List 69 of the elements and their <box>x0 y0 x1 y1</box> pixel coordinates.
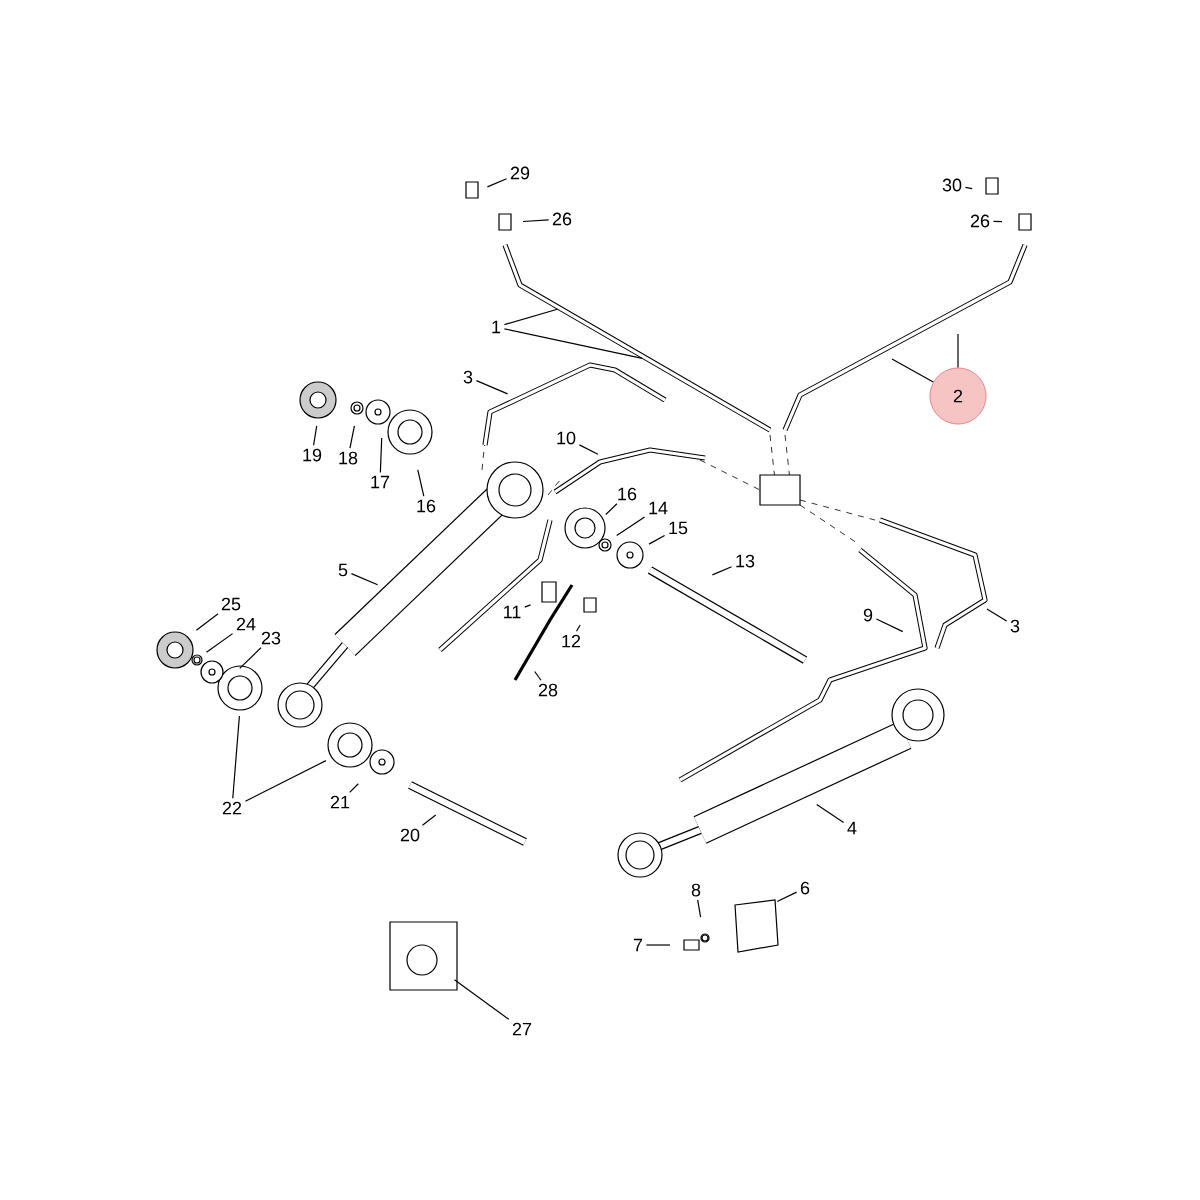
callout-number: 3 <box>463 370 473 384</box>
callout-number: 1 <box>492 320 501 334</box>
callout-number: 7 <box>633 938 643 952</box>
callout-number: 28 <box>538 683 558 697</box>
callout-number: 26 <box>552 212 572 226</box>
leader-line <box>417 469 425 497</box>
callout-number: 12 <box>562 634 581 648</box>
callout-number: 10 <box>557 431 576 445</box>
leader-line <box>379 437 383 474</box>
leader-line <box>776 891 798 903</box>
callout-number: 25 <box>221 597 241 611</box>
leader-line <box>534 670 542 681</box>
leader-line <box>697 899 702 918</box>
callout-number: 3 <box>1010 619 1020 633</box>
leader-line <box>349 425 355 449</box>
leader-line <box>957 333 959 369</box>
callout-number: 29 <box>510 166 530 180</box>
callout-number: 5 <box>338 563 348 577</box>
leader-line <box>992 220 1003 223</box>
leader-line <box>503 328 643 359</box>
callout-number: 30 <box>942 178 962 192</box>
callout-number: 23 <box>261 631 281 645</box>
leader-line <box>645 944 671 946</box>
callout-number: 22 <box>222 801 242 815</box>
callout-number: 4 <box>847 821 857 835</box>
callout-number: 20 <box>400 828 420 842</box>
leader-line <box>239 647 262 669</box>
leader-line <box>244 760 327 802</box>
leader-line <box>205 633 234 653</box>
leader-line <box>522 219 550 223</box>
leader-line <box>312 425 318 446</box>
callout-number: 16 <box>417 499 436 513</box>
callout-number: 19 <box>303 448 322 462</box>
leader-line <box>711 566 733 576</box>
leader-line <box>349 783 359 793</box>
leader-line <box>578 444 599 455</box>
callout-number: 2 <box>929 367 987 425</box>
leader-line <box>891 358 934 383</box>
callout-number: 21 <box>330 795 350 809</box>
leader-line <box>503 308 558 326</box>
leader-line <box>350 573 379 586</box>
callout-number: 26 <box>970 214 990 228</box>
leader-line <box>421 814 437 826</box>
leader-line <box>475 380 509 395</box>
leader-line <box>605 503 618 516</box>
callout-number: 27 <box>512 1022 532 1036</box>
leader-line <box>575 624 581 632</box>
leader-line <box>453 979 510 1020</box>
callout-number: 17 <box>371 475 390 489</box>
leader-line <box>986 608 1008 622</box>
leader-line <box>232 715 240 799</box>
callout-number: 8 <box>691 883 701 897</box>
leader-line <box>816 803 845 823</box>
callout-number: 18 <box>339 451 358 465</box>
callout-number: 6 <box>800 881 810 895</box>
leader-line <box>195 613 219 631</box>
leader-line <box>486 178 508 188</box>
callout-number: 16 <box>618 487 637 501</box>
leader-line <box>524 604 532 608</box>
callout-number: 9 <box>863 608 873 622</box>
callout-number: 15 <box>669 521 688 535</box>
leader-line <box>616 516 646 537</box>
callout-number: 11 <box>504 605 521 619</box>
callout-number: 14 <box>649 501 668 515</box>
leader-line <box>875 618 904 633</box>
leader-line <box>964 186 973 190</box>
leader-line <box>648 534 666 545</box>
callout-number: 24 <box>236 617 256 631</box>
callout-number: 13 <box>736 554 755 568</box>
